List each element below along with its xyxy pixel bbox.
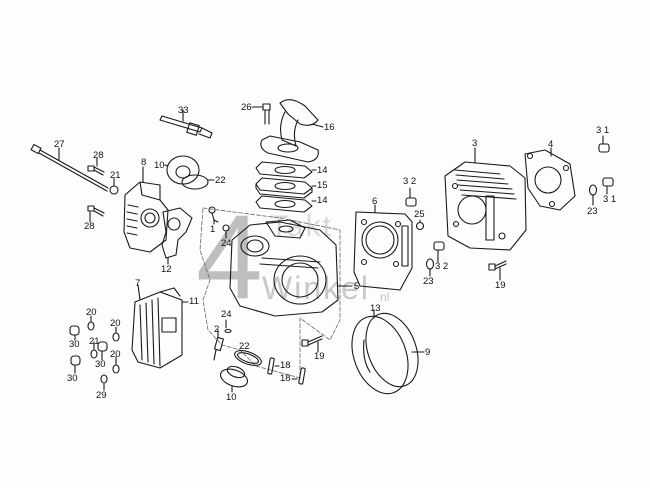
part-label-4: 4	[548, 139, 554, 150]
part-label-22: 22	[215, 175, 226, 186]
insulator-gasket-stack-icon	[255, 161, 317, 213]
washer-icon	[109, 185, 119, 195]
part-label-5: 5	[354, 281, 360, 292]
spark-plug-icon	[159, 109, 213, 139]
watermark-suffix: nl	[380, 290, 390, 304]
part-label-19: 19	[495, 280, 506, 291]
part-label-30: 30	[69, 339, 80, 350]
washer-icon	[425, 258, 435, 270]
part-label-25: 25	[414, 209, 425, 220]
part-label-20: 20	[110, 349, 121, 360]
head-cover-icon	[131, 284, 189, 369]
part-label-21: 21	[110, 170, 121, 181]
part-label-15: 15	[317, 180, 328, 191]
o-ring-icon	[234, 350, 262, 366]
washer-icon	[588, 184, 598, 196]
dowel-pin-icon	[598, 135, 610, 153]
part-label-32: 3 2	[403, 176, 417, 187]
part-label-32: 3 2	[435, 261, 449, 272]
fitting-icon	[208, 206, 230, 239]
part-label-12: 12	[161, 264, 172, 275]
part-label-3: 3	[472, 138, 478, 149]
bolt-icon	[301, 335, 323, 353]
cylinder-gasket-icon	[524, 147, 576, 211]
part-label-10: 10	[154, 160, 165, 171]
part-label-27: 27	[54, 139, 65, 150]
head-gasket-icon	[353, 204, 413, 291]
nut-icon	[415, 221, 425, 231]
part-label-21: 21	[89, 336, 100, 347]
part-label-14: 14	[317, 195, 328, 206]
long-bolt-icon	[30, 143, 109, 192]
part-label-30: 30	[67, 373, 78, 384]
part-label-30: 30	[95, 359, 106, 370]
camshaft-holder-icon	[123, 166, 169, 253]
intake-pipe-icon	[260, 99, 324, 163]
part-label-10: 10	[226, 392, 237, 403]
nut-cluster	[69, 315, 120, 391]
part-label-14: 14	[317, 165, 328, 176]
part-label-33: 33	[178, 105, 189, 116]
dowel-pin-icon	[602, 177, 614, 195]
part-label-11: 11	[189, 296, 199, 307]
part-label-29: 29	[96, 390, 107, 401]
cylinder-head-icon	[229, 219, 353, 317]
part-label-16: 16	[324, 122, 335, 133]
side-cover-icon	[351, 309, 425, 395]
cylinder-icon	[444, 147, 527, 251]
part-label-31: 3 1	[603, 194, 617, 205]
dowel-pin-icon	[433, 241, 445, 263]
bolt-icon	[251, 103, 271, 125]
part-label-23: 23	[423, 276, 434, 287]
part-label-18: 18	[280, 373, 291, 384]
bolt-icon	[488, 260, 507, 281]
bolt-icon	[87, 157, 105, 176]
part-label-2: 2	[214, 324, 220, 335]
part-label-28: 28	[84, 221, 95, 232]
fitting-icon	[213, 319, 232, 361]
part-label-23: 23	[587, 206, 598, 217]
assembly-outline	[199, 207, 341, 379]
part-label-20: 20	[110, 318, 121, 329]
part-label-8: 8	[141, 157, 147, 168]
gasket-icon	[161, 207, 193, 265]
part-label-7: 7	[135, 278, 141, 289]
part-label-18: 18	[280, 360, 291, 371]
part-label-31: 3 1	[596, 125, 610, 136]
part-label-26: 26	[241, 102, 252, 113]
part-label-6: 6	[372, 196, 378, 207]
part-label-24: 24	[221, 309, 232, 320]
part-label-28: 28	[93, 150, 104, 161]
part-label-22: 22	[239, 341, 250, 352]
part-label-19: 19	[314, 351, 325, 362]
bolt-icon	[87, 205, 105, 223]
part-label-9: 9	[425, 347, 431, 358]
part-label-20: 20	[86, 307, 97, 318]
part-label-1: 1	[210, 224, 216, 235]
part-label-24: 24	[221, 238, 232, 249]
part-label-13: 13	[370, 303, 381, 314]
dowel-pin-icon	[405, 187, 417, 207]
cap-icon	[220, 365, 248, 393]
cap-icon	[164, 155, 209, 190]
watermark-numeral: 4	[196, 190, 263, 324]
stud-icon	[267, 357, 306, 385]
